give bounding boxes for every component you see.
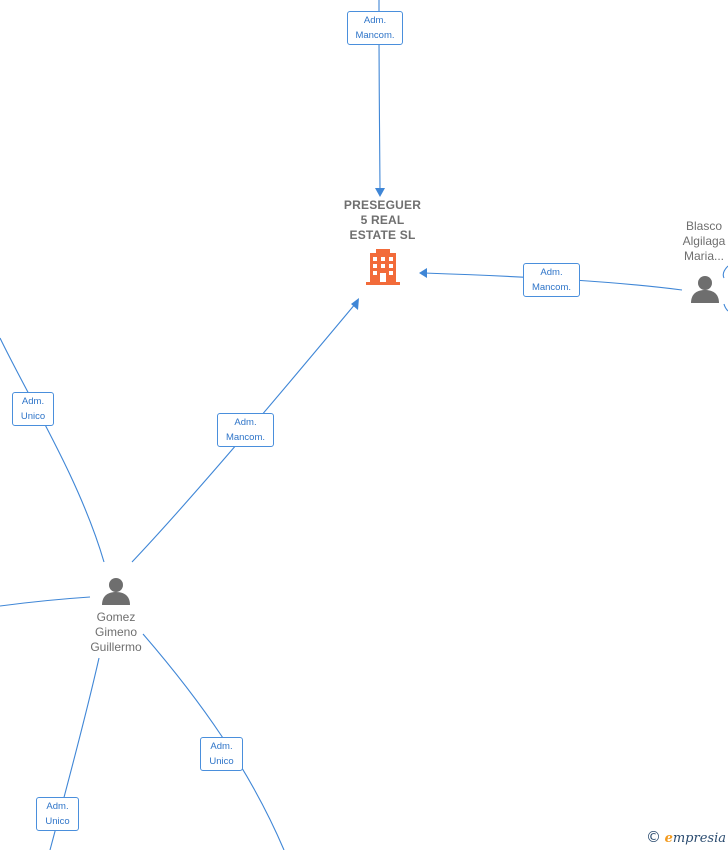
edge-left-to-gomez xyxy=(0,337,105,563)
arrowhead-gomez xyxy=(351,298,359,310)
person-name-line: Algilaga xyxy=(682,234,726,248)
person-node-blasco[interactable]: Blasco Algilaga Maria... xyxy=(672,219,728,303)
relation-type: Unico xyxy=(209,756,234,767)
company-name-line: ESTATE SL xyxy=(349,228,416,242)
person-icon xyxy=(691,276,719,303)
relation-role: Adm. xyxy=(540,267,563,278)
relation-label-gomez-company[interactable]: Adm. Mancom. xyxy=(217,413,274,447)
person-name-line: Blasco xyxy=(685,219,723,233)
relation-role: Adm. xyxy=(234,417,257,428)
company-name-line: PRESEGUER xyxy=(343,198,422,212)
person-name-line: Guillermo xyxy=(90,640,142,654)
edge-top-to-company xyxy=(378,0,381,191)
relation-label-blasco[interactable]: Adm. Mancom. xyxy=(523,263,580,297)
person-node-gomez[interactable]: Gomez Gimeno Guillermo xyxy=(76,576,156,655)
relation-label-left-upper[interactable]: Adm. Unico xyxy=(12,392,54,426)
person-name: Blasco Algilaga Maria... xyxy=(672,219,728,264)
arrowhead-blasco xyxy=(419,268,427,278)
company-node[interactable]: PRESEGUER 5 REAL ESTATE SL xyxy=(330,198,435,285)
arrowhead-top xyxy=(375,188,385,197)
edge-blasco-offscreen xyxy=(722,265,728,312)
brand-initial: e xyxy=(664,831,673,846)
relation-role: Adm. xyxy=(210,741,233,752)
relation-type: Mancom. xyxy=(355,30,395,41)
company-name-line: 5 REAL xyxy=(360,213,405,227)
relation-type: Mancom. xyxy=(531,282,572,293)
person-icon xyxy=(102,578,130,605)
company-name: PRESEGUER 5 REAL ESTATE SL xyxy=(330,198,435,243)
empresia-watermark: © empresia xyxy=(646,828,726,846)
edge-gomez-right-down xyxy=(142,633,285,850)
person-name: Gomez Gimeno Guillermo xyxy=(76,610,156,655)
person-name-line: Gimeno xyxy=(94,625,138,639)
relation-type: Unico xyxy=(20,411,46,422)
relation-label-gomez-left-down[interactable]: Adm. Unico xyxy=(36,797,79,831)
brand-name: mpresia xyxy=(672,831,726,846)
relation-label-gomez-right-down[interactable]: Adm. Unico xyxy=(200,737,243,771)
relation-role: Adm. xyxy=(46,801,69,812)
relation-label-top[interactable]: Adm. Mancom. xyxy=(347,11,403,45)
relation-type: Mancom. xyxy=(225,432,266,443)
person-name-line: Maria... xyxy=(683,249,724,263)
person-name-line: Gomez xyxy=(96,610,136,624)
relation-role: Adm. xyxy=(21,396,45,407)
relation-type: Unico xyxy=(45,816,70,827)
relation-role: Adm. xyxy=(363,15,387,26)
edge-gomez-left xyxy=(0,596,91,607)
building-icon xyxy=(365,249,400,285)
copyright-symbol: © xyxy=(645,828,661,846)
